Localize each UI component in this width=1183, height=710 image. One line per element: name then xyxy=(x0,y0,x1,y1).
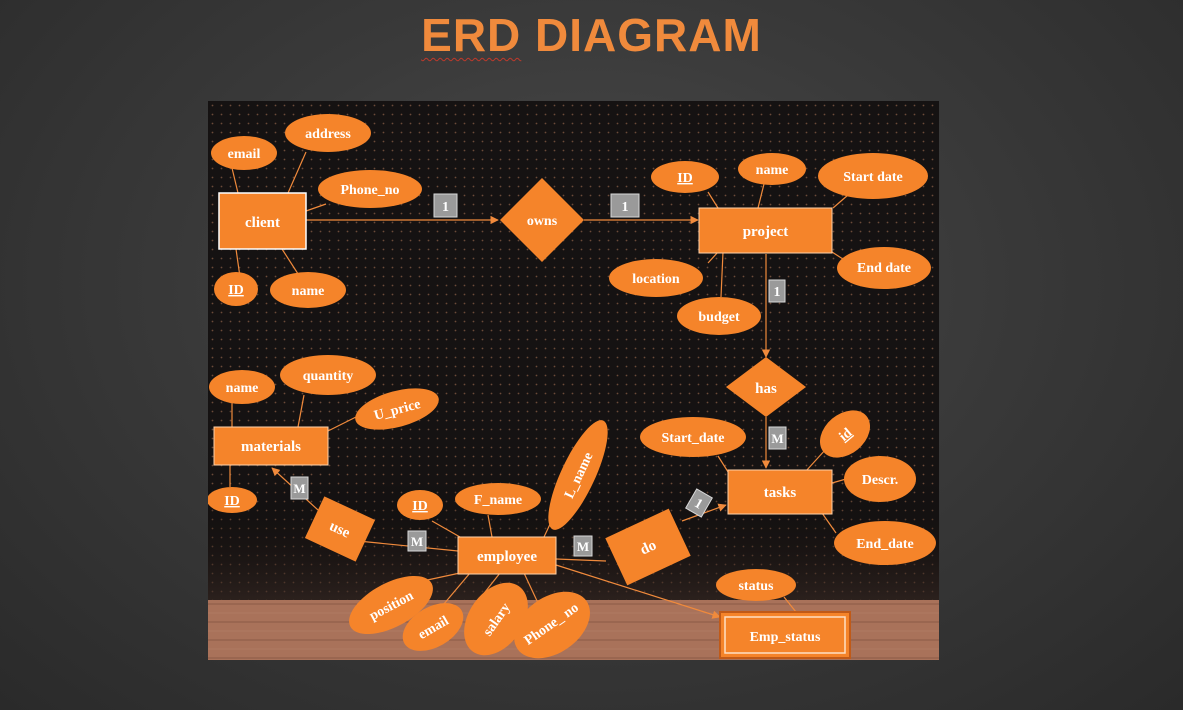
attribute-materials-id[interactable]: ID xyxy=(208,487,257,513)
svg-text:M: M xyxy=(577,539,589,554)
entity-emp-status-label: Emp_status xyxy=(750,630,821,645)
svg-text:M: M xyxy=(771,431,783,446)
attribute-tasks-end-date[interactable]: End_date xyxy=(834,521,936,565)
svg-text:ID: ID xyxy=(677,171,693,186)
relationship-use[interactable]: use xyxy=(304,496,376,562)
attribute-client-address[interactable]: address xyxy=(285,114,371,152)
entity-employee-label: employee xyxy=(477,549,537,565)
cardinality-project-has: 1 xyxy=(768,279,786,303)
title-rest: DIAGRAM xyxy=(521,9,762,61)
svg-text:M: M xyxy=(293,481,305,496)
attribute-project-id[interactable]: ID xyxy=(651,161,719,193)
attribute-tasks-id[interactable]: id xyxy=(811,401,880,468)
svg-text:budget: budget xyxy=(698,310,740,325)
svg-text:email: email xyxy=(228,147,261,162)
attribute-tasks-descr[interactable]: Descr. xyxy=(844,456,916,502)
entity-project-label: project xyxy=(743,224,789,240)
svg-text:Phone_no: Phone_no xyxy=(340,183,399,198)
title-erd: ERD xyxy=(421,9,522,61)
svg-text:F_name: F_name xyxy=(474,493,522,508)
svg-text:1: 1 xyxy=(774,285,781,300)
entity-tasks[interactable]: tasks xyxy=(727,469,833,515)
attribute-client-name[interactable]: name xyxy=(270,272,346,308)
entity-tasks-label: tasks xyxy=(764,485,797,501)
cardinality-has-tasks: M xyxy=(768,426,787,450)
relationship-owns[interactable]: owns xyxy=(500,178,584,262)
attribute-employee-f-name[interactable]: F_name xyxy=(455,483,541,515)
svg-text:End_date: End_date xyxy=(856,537,914,552)
entity-materials-label: materials xyxy=(241,439,301,455)
svg-text:Start date: Start date xyxy=(843,170,903,185)
entity-emp-status[interactable]: Emp_status xyxy=(719,611,851,659)
attribute-project-name[interactable]: name xyxy=(738,153,806,185)
entity-client-label: client xyxy=(245,215,280,231)
relationship-has[interactable]: has xyxy=(726,357,806,417)
svg-text:ID: ID xyxy=(412,499,428,514)
erd-diagram: client project materials tasks employee … xyxy=(208,101,939,660)
attribute-client-email[interactable]: email xyxy=(211,136,277,170)
entity-project[interactable]: project xyxy=(698,207,833,254)
cardinality-employee-use: M xyxy=(407,530,427,552)
svg-text:name: name xyxy=(226,381,259,396)
relationship-owns-label: owns xyxy=(527,214,558,229)
svg-text:Start_date: Start_date xyxy=(662,431,725,446)
entity-materials[interactable]: materials xyxy=(213,426,329,466)
attribute-client-id[interactable]: ID xyxy=(214,272,258,306)
relationship-has-label: has xyxy=(755,381,777,397)
cardinality-do-tasks: 1 xyxy=(685,488,713,518)
connector-lines xyxy=(229,151,849,619)
svg-text:location: location xyxy=(632,272,680,287)
attribute-materials-u-price[interactable]: U_price xyxy=(351,380,443,437)
svg-text:1: 1 xyxy=(442,200,449,215)
cardinality-client-owns: 1 xyxy=(433,193,458,218)
page-title: ERD DIAGRAM xyxy=(0,8,1183,62)
svg-text:1: 1 xyxy=(622,200,629,215)
svg-text:name: name xyxy=(756,163,789,178)
attribute-employee-phone[interactable]: Phone_ no xyxy=(502,578,603,660)
attribute-employee-id[interactable]: ID xyxy=(397,490,443,520)
attribute-client-phone[interactable]: Phone_no xyxy=(318,170,422,208)
attribute-materials-name[interactable]: name xyxy=(209,370,275,404)
attribute-tasks-start-date[interactable]: Start_date xyxy=(640,417,746,457)
attribute-project-location[interactable]: location xyxy=(609,259,703,297)
attribute-employee-position[interactable]: position xyxy=(340,564,442,646)
svg-text:status: status xyxy=(738,579,774,594)
entity-employee[interactable]: employee xyxy=(457,536,557,575)
attribute-materials-quantity[interactable]: quantity xyxy=(280,355,376,395)
attribute-employee-salary[interactable]: salary xyxy=(451,571,541,660)
attribute-status[interactable]: status xyxy=(716,569,796,601)
svg-text:name: name xyxy=(292,284,325,299)
svg-text:ID: ID xyxy=(224,494,240,509)
svg-text:M: M xyxy=(411,534,423,549)
attribute-project-end-date[interactable]: End date xyxy=(837,247,931,290)
attribute-project-budget[interactable]: budget xyxy=(677,297,761,335)
svg-text:ID: ID xyxy=(228,283,244,298)
cardinality-owns-project: 1 xyxy=(610,193,640,218)
relationship-do-label: do xyxy=(638,537,659,558)
cardinality-use-materials: M xyxy=(290,476,309,500)
svg-text:address: address xyxy=(305,127,351,142)
attribute-project-start-date[interactable]: Start date xyxy=(818,153,928,199)
relationship-do[interactable]: do xyxy=(605,508,691,586)
svg-text:Descr.: Descr. xyxy=(862,473,898,488)
svg-text:quantity: quantity xyxy=(303,369,354,384)
entity-client[interactable]: client xyxy=(218,192,307,250)
attribute-employee-email[interactable]: email xyxy=(394,593,471,660)
cardinality-employee-do: M xyxy=(573,535,593,557)
